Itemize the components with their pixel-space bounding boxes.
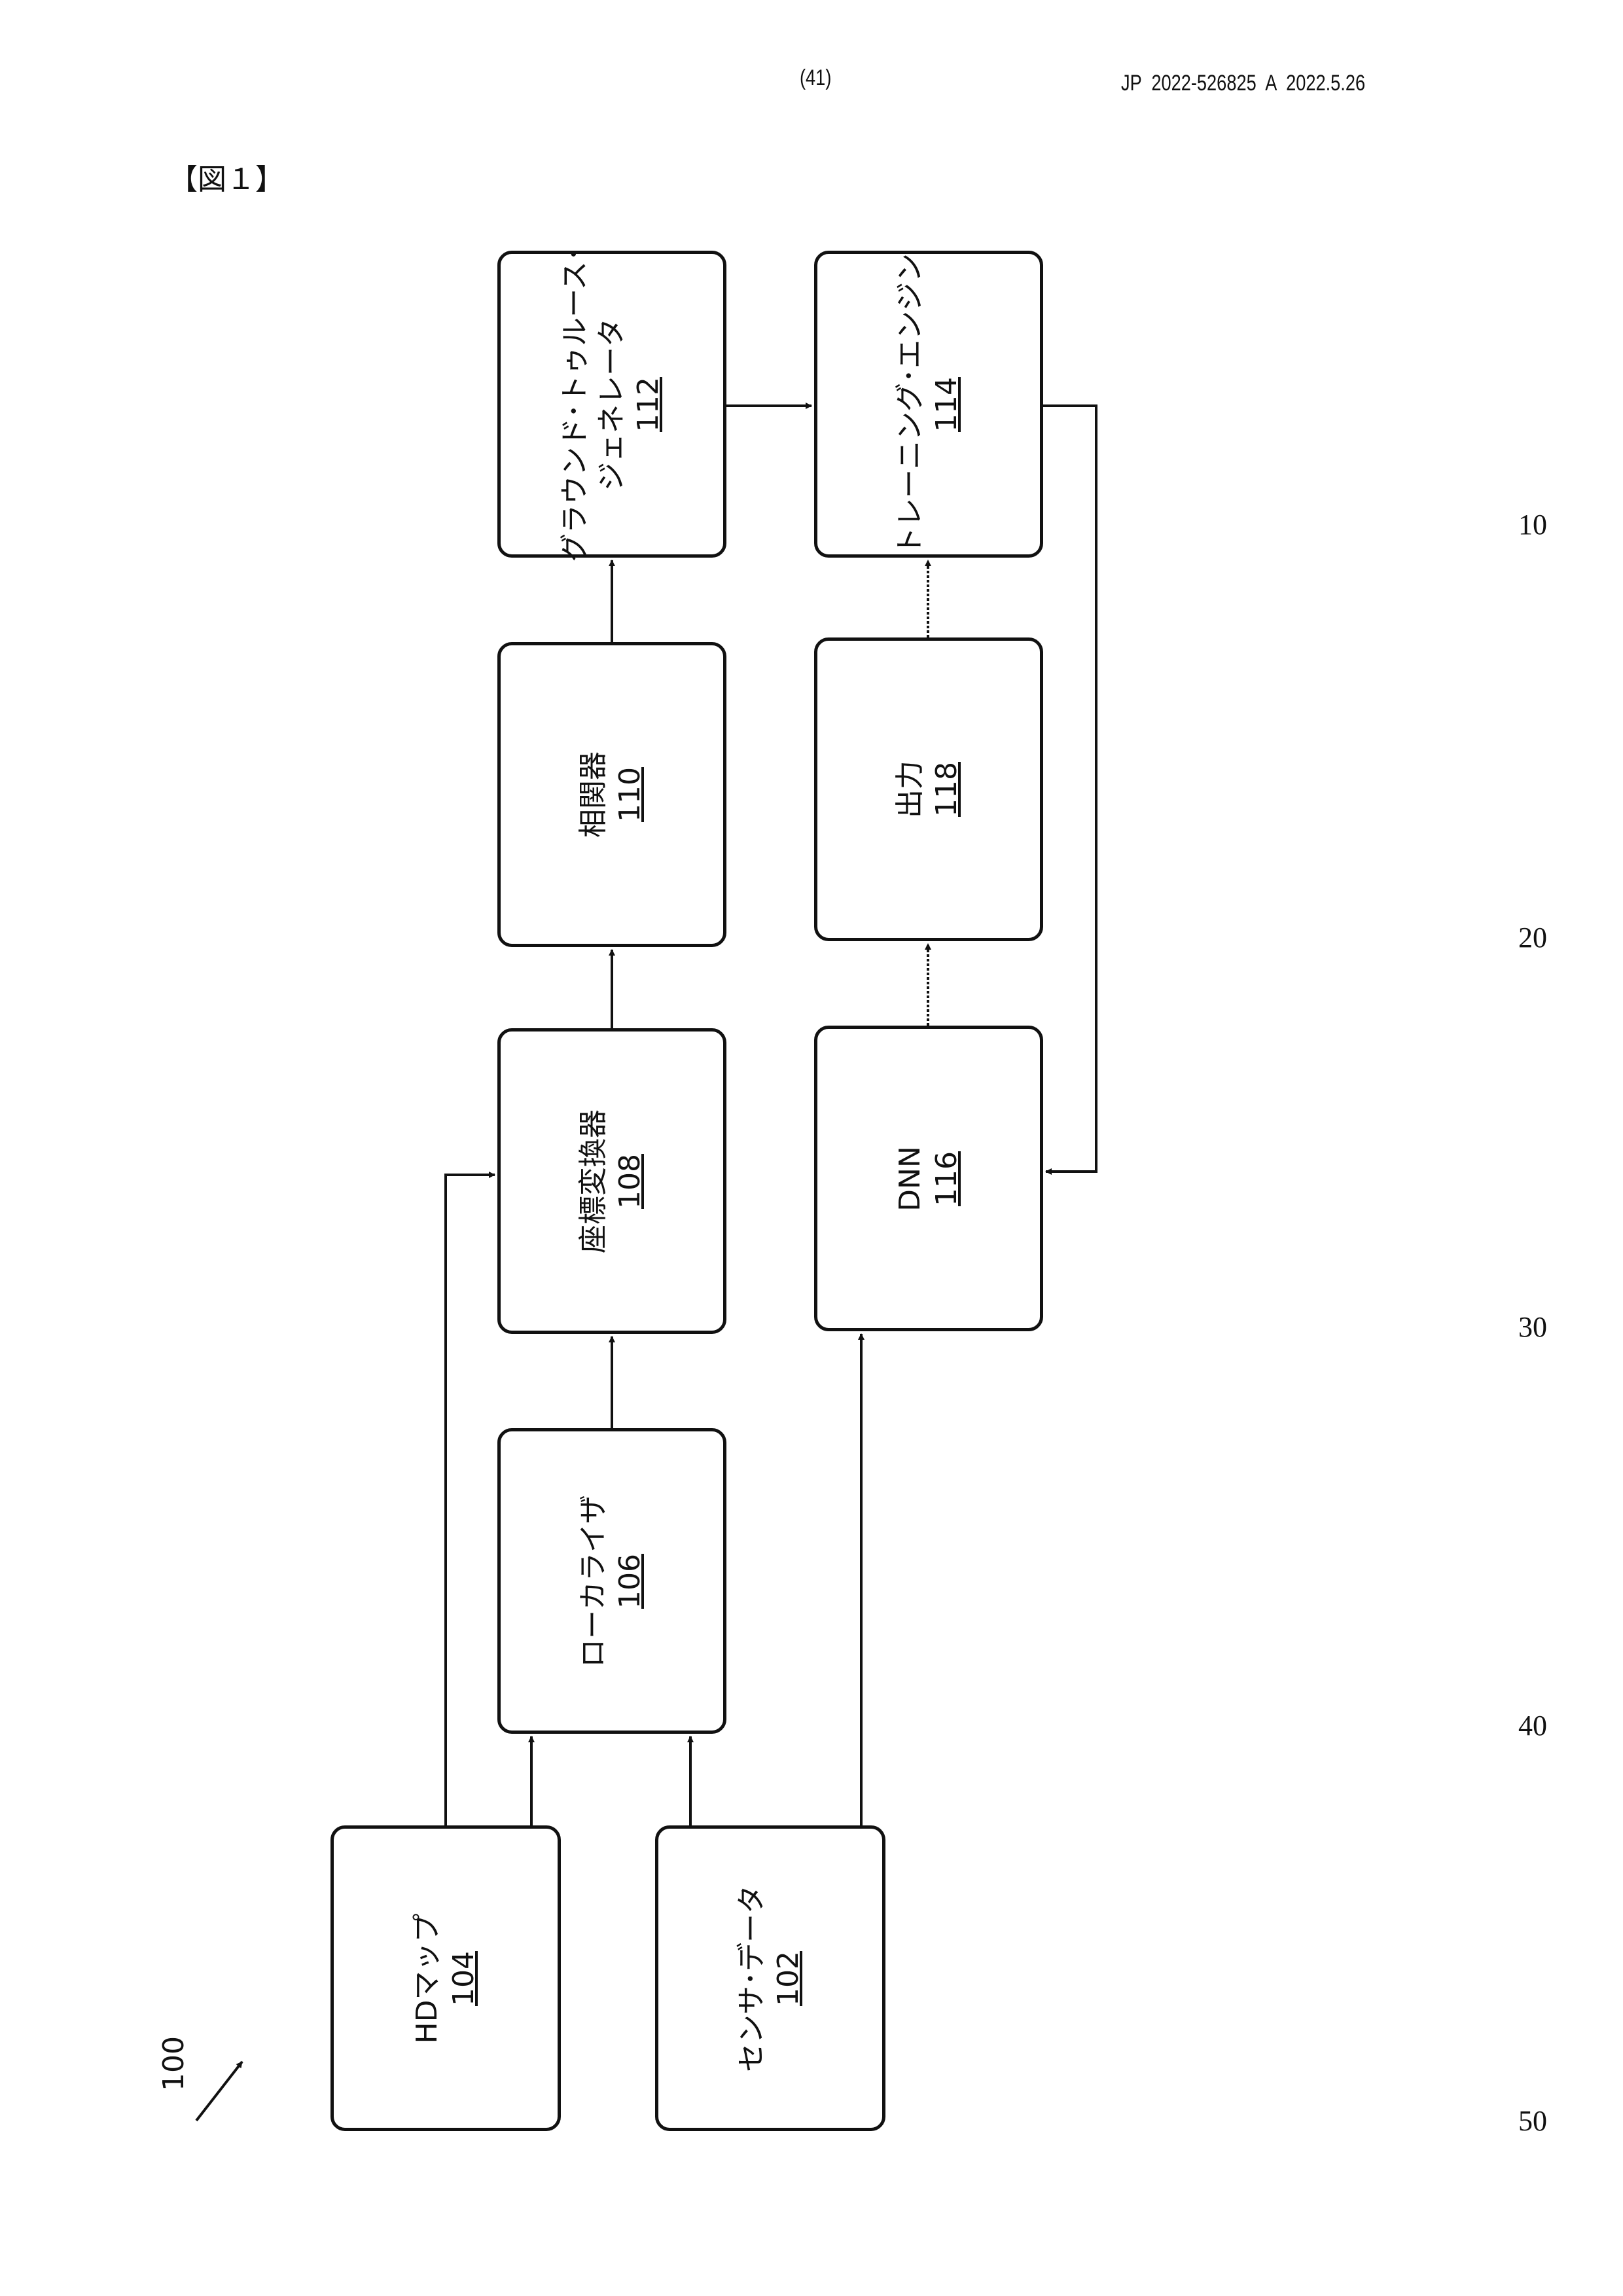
block-label: 座標変換器	[575, 1109, 612, 1253]
block-coordinate-transformer: 座標変換器 108	[497, 1028, 726, 1334]
block-number: 112	[630, 247, 667, 562]
block-hd-map: HDマップ 104	[330, 1825, 561, 2131]
block-label: HDマップ	[409, 1913, 446, 2043]
block-ground-truth-generator: グラウンド･トゥルース･ ジェネレータ 112	[497, 251, 726, 558]
block-dnn: DNN 116	[814, 1026, 1043, 1331]
block-label: グラウンド･トゥルース･	[557, 247, 594, 562]
block-label: センサ･データ	[734, 1885, 770, 2072]
block-number: 110	[612, 751, 649, 838]
block-label: トレーニング･エンジン	[892, 253, 929, 556]
block-label: ローカライザ	[575, 1495, 612, 1668]
arrow-104-to-108	[446, 1175, 495, 1825]
block-number: 108	[612, 1109, 649, 1253]
block-number: 114	[929, 253, 965, 556]
block-localizer: ローカライザ 106	[497, 1428, 726, 1734]
block-training-engine: トレーニング･エンジン 114	[814, 251, 1043, 558]
block-label: DNN	[892, 1146, 929, 1211]
block-number: 102	[770, 1885, 807, 2072]
block-sensor-data: センサ･データ 102	[655, 1825, 885, 2131]
block-label: 出力	[892, 761, 929, 818]
ref-100-arrow	[196, 2062, 242, 2121]
block-label: 相関器	[575, 751, 612, 838]
block-number: 116	[929, 1146, 965, 1211]
block-label: ジェネレータ	[594, 247, 630, 562]
block-output: 出力 118	[814, 637, 1043, 941]
block-number: 104	[446, 1913, 482, 2043]
block-number: 106	[612, 1495, 649, 1668]
arrow-114-to-116-feedback	[1043, 406, 1096, 1172]
block-correlator: 相関器 110	[497, 642, 726, 947]
figure-ref-number: 100	[157, 2036, 190, 2091]
block-number: 118	[929, 761, 965, 818]
